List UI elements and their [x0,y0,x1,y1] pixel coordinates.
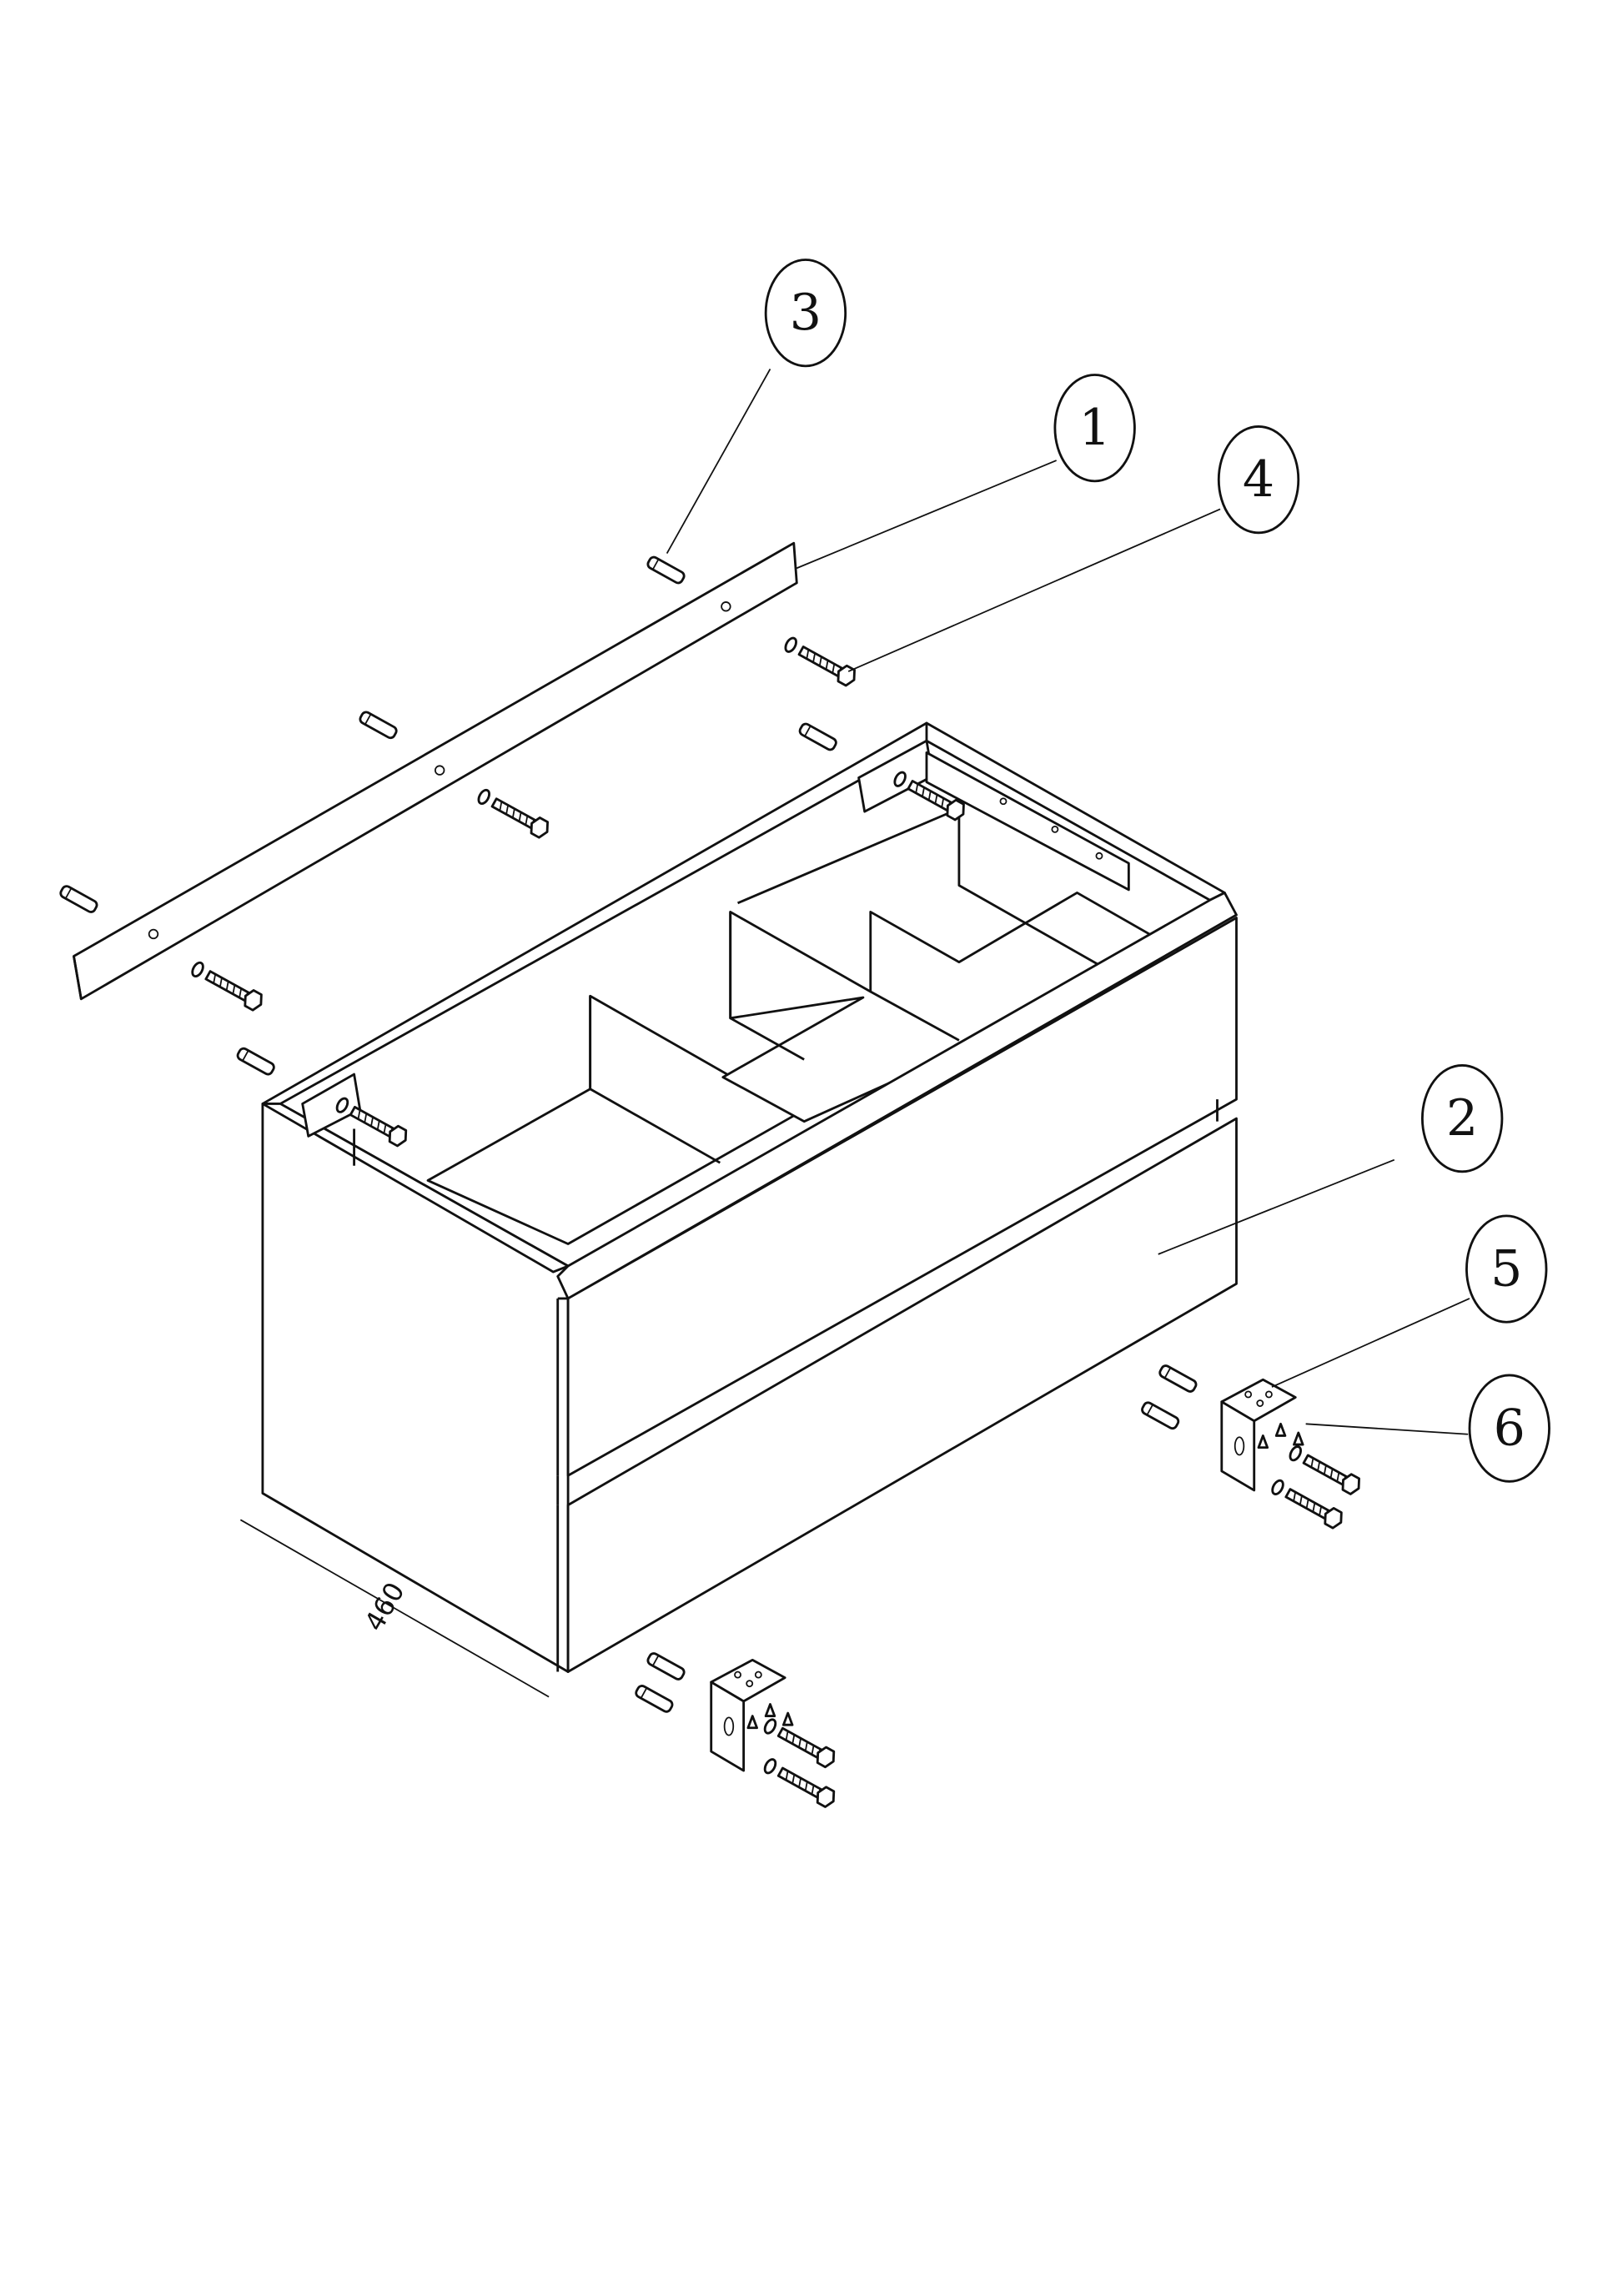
callout-2: 2 [1158,1064,1504,1255]
corner-bracket-icon [710,1658,794,1772]
screw-icon [893,771,965,821]
callout-6: 6 [1305,1374,1550,1483]
dowel-icon [798,722,837,751]
dowel-icon [635,1685,674,1713]
screw-icon [1271,1479,1343,1530]
callout-1: 1 [796,374,1136,570]
rail-part-1 [73,541,798,1001]
dowel-icon [1158,1364,1198,1393]
hardware-group [59,555,1360,1808]
screw-icon [1289,1445,1360,1495]
screw-icon [335,1097,408,1148]
corner-bracket-icon [1220,1378,1304,1492]
callout-label: 1 [1079,399,1111,457]
dowel-icon [236,1047,275,1076]
cabinet-part-2 [261,721,1238,1673]
callout-label: 2 [1446,1089,1478,1148]
screw-icon [763,1758,836,1808]
dowel-icon [359,711,398,740]
callout-label: 5 [1490,1240,1522,1299]
screw-icon [191,961,263,1012]
dowel-icon [646,1652,686,1681]
callout-3: 3 [666,259,847,554]
dowel-icon [59,885,98,913]
callout-label: 3 [790,284,822,342]
callout-label: 6 [1494,1399,1525,1458]
dimension-label: 460 [358,1577,410,1637]
screw-icon [784,636,856,687]
callout-5: 5 [1271,1214,1548,1388]
callout-label: 4 [1243,450,1274,509]
dowel-icon [646,555,686,585]
screw-icon [763,1718,836,1769]
screw-icon [477,788,549,839]
dowel-icon [1141,1401,1180,1430]
callout-4: 4 [847,425,1300,672]
